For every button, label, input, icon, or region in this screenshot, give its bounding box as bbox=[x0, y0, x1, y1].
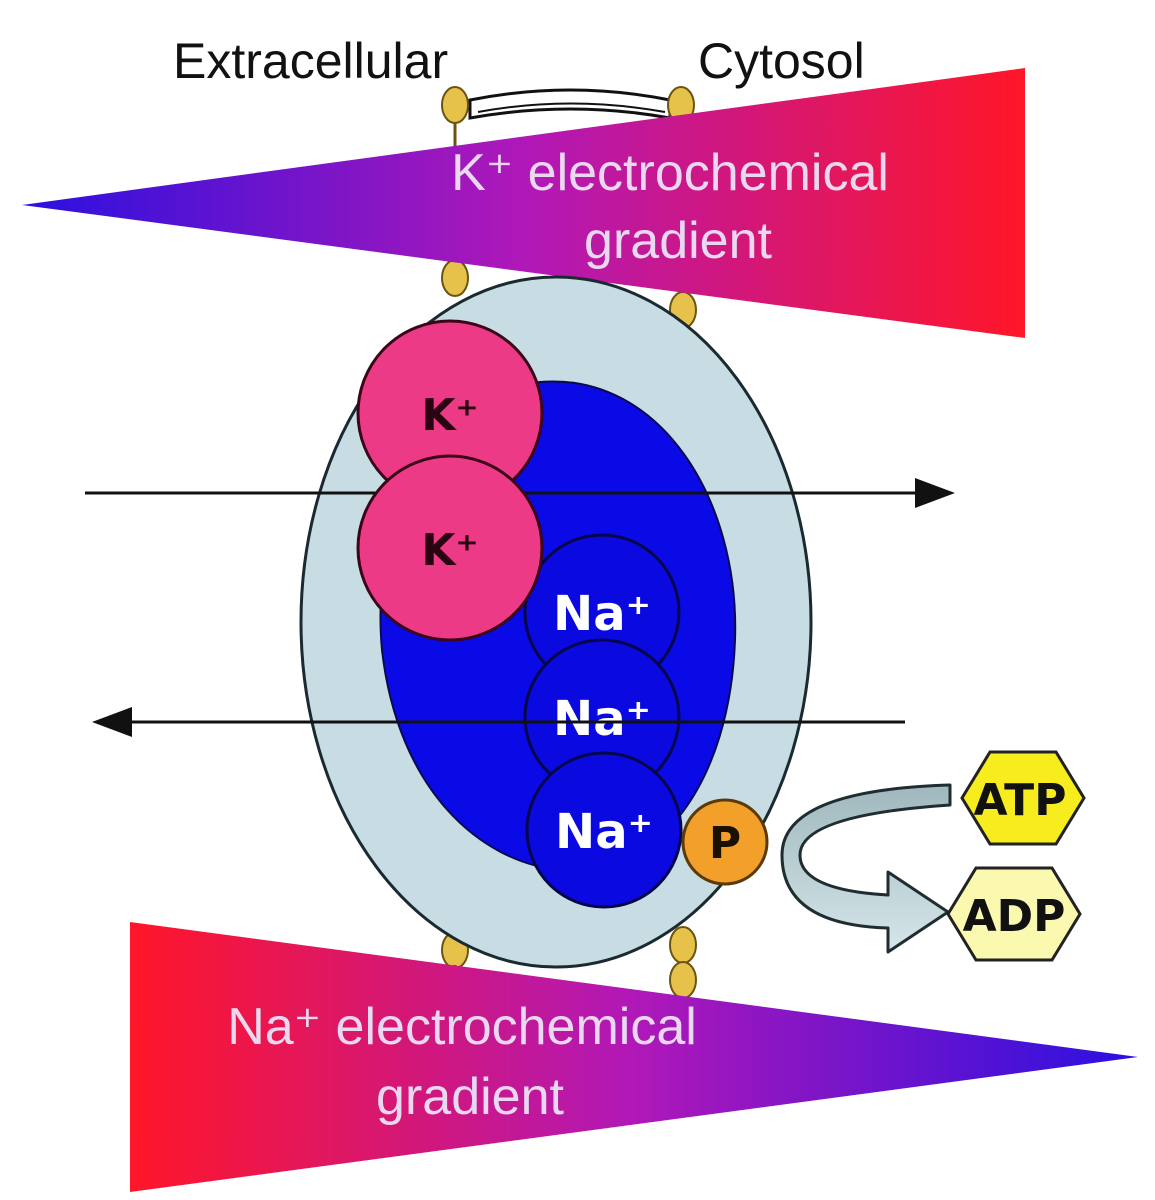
k-gradient: K⁺ electrochemical gradient bbox=[22, 68, 1025, 338]
phosphate-circle bbox=[681, 798, 769, 886]
atp-to-adp-arrow bbox=[780, 783, 952, 954]
atp-hexagon bbox=[960, 750, 1086, 846]
na-ion-3: Na⁺ bbox=[525, 751, 683, 909]
atp-label: ATP bbox=[974, 775, 1067, 826]
adp-hexagon bbox=[946, 866, 1082, 962]
atp: ATP bbox=[960, 750, 1086, 846]
lipid-head bbox=[441, 86, 469, 124]
phosphate-label: P bbox=[709, 818, 741, 869]
k-ion-1: K⁺ bbox=[356, 319, 544, 507]
na-ion-label: Na⁺ bbox=[553, 586, 651, 642]
extracellular-label: Extracellular bbox=[173, 33, 448, 89]
na-gradient: Na⁺ electrochemical gradient bbox=[130, 922, 1138, 1192]
k-ion-circle bbox=[356, 454, 544, 642]
na-gradient-wedge bbox=[130, 922, 1138, 1192]
na-ion-2: Na⁺ bbox=[523, 638, 681, 796]
na-ion-label: Na⁺ bbox=[555, 804, 653, 860]
membrane-bottom bbox=[441, 926, 697, 999]
k-ion-2: K⁺ bbox=[356, 454, 544, 642]
k-gradient-label-line1: K⁺ electrochemical bbox=[451, 144, 889, 202]
k-ion-label: K⁺ bbox=[421, 390, 478, 441]
lipid-head bbox=[441, 259, 469, 297]
k-gradient-label-line2: gradient bbox=[584, 212, 772, 270]
lipid-head bbox=[669, 926, 697, 964]
phosphate: P bbox=[681, 798, 769, 886]
k-gradient-wedge bbox=[22, 68, 1025, 338]
cytosol-label: Cytosol bbox=[698, 33, 865, 89]
adp: ADP bbox=[946, 866, 1082, 962]
inward-arrow bbox=[92, 707, 905, 737]
adp-label: ADP bbox=[963, 891, 1066, 942]
na-gradient-label-line1: Na⁺ electrochemical bbox=[227, 998, 697, 1056]
na-gradient-label-line2: gradient bbox=[376, 1068, 564, 1126]
na-ion-circle bbox=[525, 751, 683, 909]
k-ion-label: K⁺ bbox=[421, 525, 478, 576]
lipid-head bbox=[669, 961, 697, 999]
na-ion-label: Na⁺ bbox=[553, 691, 651, 747]
